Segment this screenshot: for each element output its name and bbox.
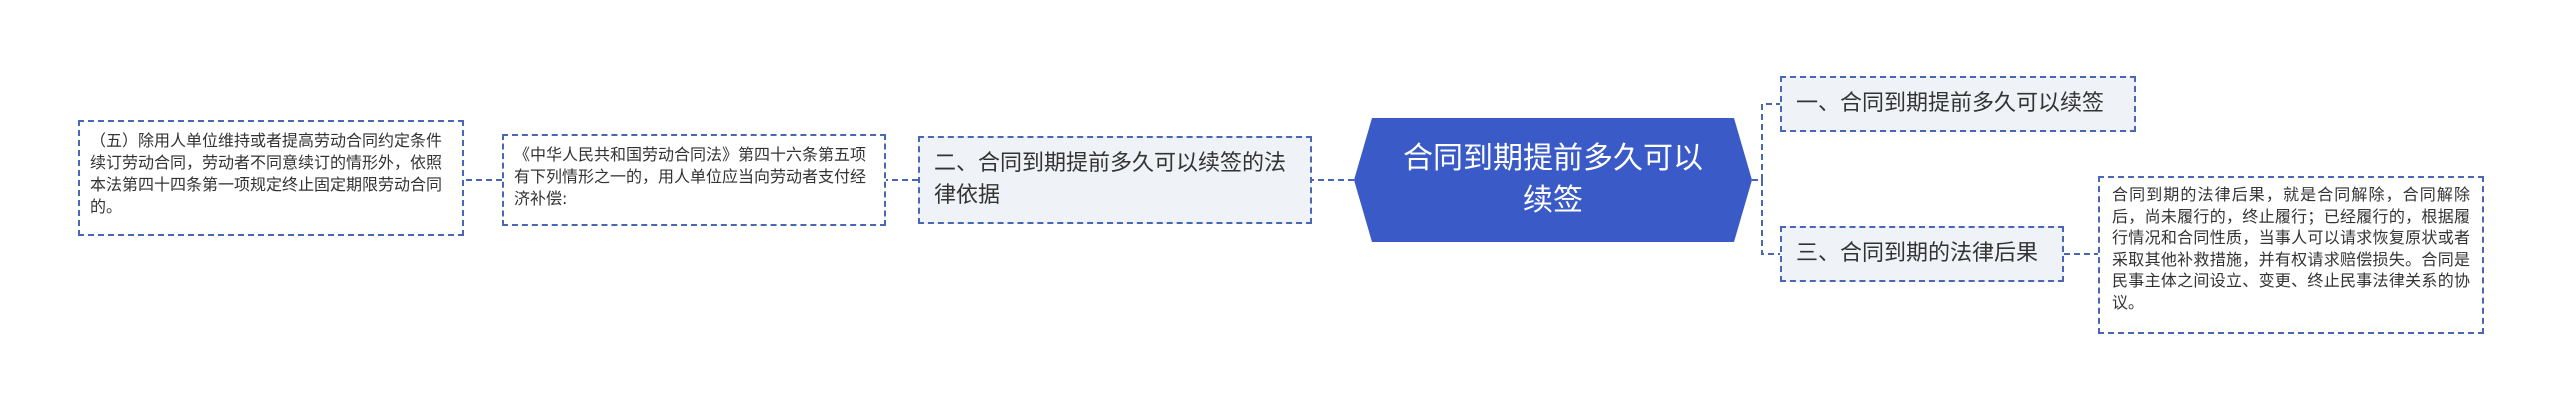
branch-node-3[interactable]: 三、合同到期的法律后果 [1780,226,2064,282]
branch-label-1: 一、合同到期提前多久可以续签 [1796,91,2105,116]
root-topic-node[interactable]: 合同到期提前多久可以续签 [1354,118,1752,242]
branch-3-detail-text: 合同到期的法律后果，就是合同解除，合同解除后，尚未履行的，终止履行；已经履行的，… [2112,185,2470,312]
branch-3-detail-node[interactable]: 合同到期的法律后果，就是合同解除，合同解除后，尚未履行的，终止履行；已经履行的，… [2098,176,2484,334]
branch-node-1[interactable]: 一、合同到期提前多久可以续签 [1780,76,2136,132]
link-root-r1 [1752,103,1780,181]
branch-node-2[interactable]: 二、合同到期提前多久可以续签的法律依据 [918,136,1312,224]
root-topic-label: 合同到期提前多久可以续签 [1403,141,1703,218]
branch-label-2: 二、合同到期提前多久可以续签的法律依据 [934,151,1287,208]
branch-label-3: 三、合同到期的法律后果 [1796,241,2039,266]
branch-2-subdetail-text: （五）除用人单位维持或者提高劳动合同约定条件续订劳动合同，劳动者不同意续订的情形… [90,131,443,216]
branch-2-subdetail-node[interactable]: （五）除用人单位维持或者提高劳动合同约定条件续订劳动合同，劳动者不同意续订的情形… [78,120,464,236]
branch-2-detail-node[interactable]: 《中华人民共和国劳动合同法》第四十六条第五项 有下列情形之一的，用人单位应当向劳… [502,134,886,226]
link-root-r2 [1752,179,1780,255]
branch-2-detail-text: 《中华人民共和国劳动合同法》第四十六条第五项 有下列情形之一的，用人单位应当向劳… [514,145,867,208]
